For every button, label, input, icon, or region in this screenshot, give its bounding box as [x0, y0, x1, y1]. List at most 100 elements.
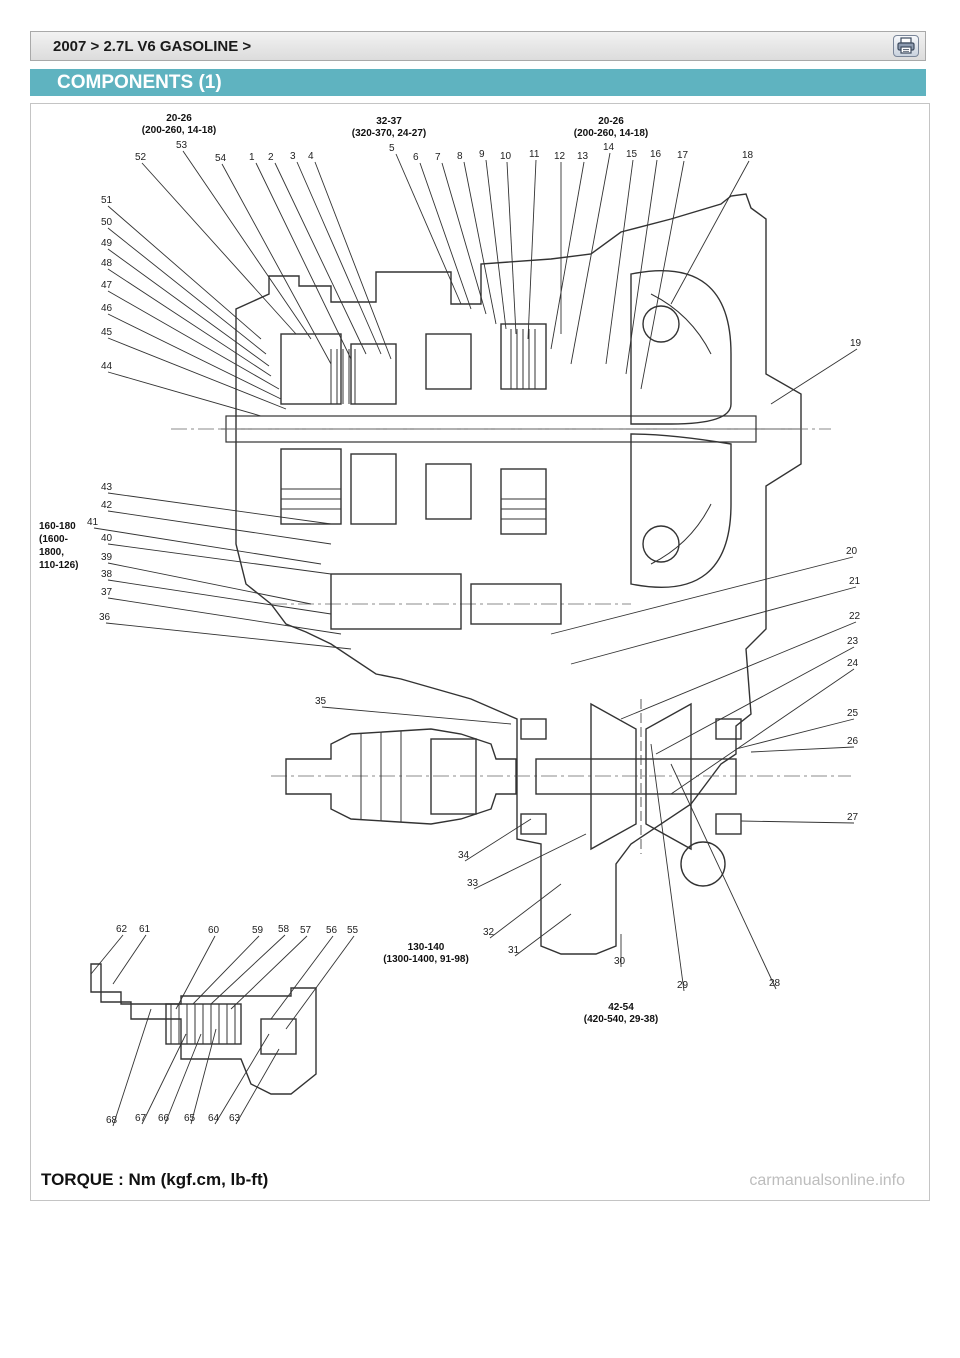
print-button[interactable]: [893, 35, 919, 57]
callout-59: 59: [252, 925, 264, 936]
leader-line-10: [506, 161, 517, 335]
callout-9: 9: [479, 149, 485, 160]
leader-line-6: [419, 162, 472, 310]
callout-29: 29: [677, 980, 689, 991]
callout-43: 43: [101, 482, 113, 493]
callout-56: 56: [326, 925, 338, 936]
callout-21: 21: [849, 576, 861, 587]
torque-spec-t2-line-0: 32-37: [376, 116, 402, 127]
leader-line-45: [107, 337, 287, 410]
torque-spec-t4-line-0: 160-180: [39, 521, 76, 532]
leader-line-20: [550, 556, 854, 635]
leader-line-36: [105, 622, 352, 650]
callout-3: 3: [290, 151, 296, 162]
leader-line-13: [550, 161, 585, 350]
callout-55: 55: [347, 925, 359, 936]
leader-line-58: [210, 934, 286, 1005]
callout-34: 34: [458, 850, 470, 861]
leader-line-34: [464, 818, 532, 862]
leader-line-26: [750, 746, 855, 753]
callout-62: 62: [116, 924, 128, 935]
leader-line-56: [270, 935, 334, 1020]
torque-spec-t3-line-1: (200-260, 14-18): [574, 128, 649, 139]
leader-line-63: [235, 1048, 280, 1125]
leader-line-15: [605, 159, 634, 365]
torque-spec-t3-line-0: 20-26: [598, 116, 624, 127]
section-title-bar: COMPONENTS (1): [30, 69, 926, 96]
callout-10: 10: [500, 151, 512, 162]
callout-23: 23: [847, 636, 859, 647]
leader-line-49: [107, 248, 270, 367]
callout-49: 49: [101, 238, 113, 249]
breadcrumb-text: 2007 > 2.7L V6 GASOLINE >: [53, 38, 252, 55]
page-title: COMPONENTS (1): [57, 72, 222, 93]
leader-line-7: [441, 162, 487, 315]
leader-line-23: [655, 646, 855, 755]
callout-17: 17: [677, 150, 689, 161]
callout-15: 15: [626, 149, 638, 160]
leader-line-24: [670, 668, 855, 795]
callout-22: 22: [849, 611, 861, 622]
leader-line-1: [255, 162, 352, 360]
callout-19: 19: [850, 338, 862, 349]
callout-47: 47: [101, 280, 113, 291]
callout-33: 33: [467, 878, 479, 889]
leader-line-59: [192, 935, 260, 1005]
torque-spec-t1-line-1: (200-260, 14-18): [142, 125, 217, 136]
leader-line-48: [107, 268, 272, 377]
callout-31: 31: [508, 945, 520, 956]
leader-line-67: [141, 1033, 187, 1125]
callout-27: 27: [847, 812, 859, 823]
leader-line-38: [107, 579, 332, 615]
leader-line-46: [107, 313, 282, 400]
torque-spec-t4-line-3: 110-126): [39, 560, 78, 571]
leader-line-39: [107, 562, 312, 605]
leader-line-52: [141, 162, 297, 335]
transaxle-drawing: [90, 193, 851, 1095]
torque-spec-t6-line-1: (420-540, 29-38): [584, 1014, 659, 1025]
callout-11: 11: [529, 149, 540, 160]
watermark: carmanualsonline.info: [749, 1172, 905, 1189]
leader-line-8: [463, 161, 497, 325]
callout-46: 46: [101, 303, 113, 314]
callout-39: 39: [101, 552, 113, 563]
leader-line-37: [107, 597, 342, 635]
callout-30: 30: [614, 956, 626, 967]
callout-57: 57: [300, 925, 312, 936]
torque-spec-t1-line-0: 20-26: [166, 113, 192, 124]
callout-68: 68: [106, 1115, 118, 1126]
torque-spec-t5-line-0: 130-140: [408, 942, 445, 953]
torque-spec-t5-line-1: (1300-1400, 91-98): [383, 954, 469, 965]
torque-spec-t2-line-1: (320-370, 24-27): [352, 128, 427, 139]
printer-icon: [897, 37, 915, 54]
callout-45: 45: [101, 327, 113, 338]
callout-44: 44: [101, 361, 113, 372]
callout-32: 32: [483, 927, 495, 938]
leader-line-22: [620, 621, 857, 720]
callout-53: 53: [176, 140, 188, 151]
callout-64: 64: [208, 1113, 220, 1124]
leader-line-5: [395, 153, 462, 305]
callout-66: 66: [158, 1113, 170, 1124]
callout-41: 41: [87, 517, 99, 528]
leader-line-19: [770, 348, 858, 405]
callout-58: 58: [278, 924, 290, 935]
callout-61: 61: [139, 924, 151, 935]
leader-line-68: [112, 1008, 152, 1127]
leader-line-44: [107, 371, 262, 417]
torque-spec-t6-line-0: 42-54: [608, 1002, 634, 1013]
leader-line-62: [90, 934, 124, 975]
callout-35: 35: [315, 696, 327, 707]
callout-13: 13: [577, 151, 589, 162]
leader-line-29: [650, 743, 685, 992]
callout-50: 50: [101, 217, 113, 228]
leader-line-21: [570, 586, 857, 665]
callout-36: 36: [99, 612, 111, 623]
leader-line-33: [473, 833, 587, 890]
callout-65: 65: [184, 1113, 196, 1124]
leader-line-18: [670, 160, 750, 305]
leader-line-35: [321, 706, 512, 725]
